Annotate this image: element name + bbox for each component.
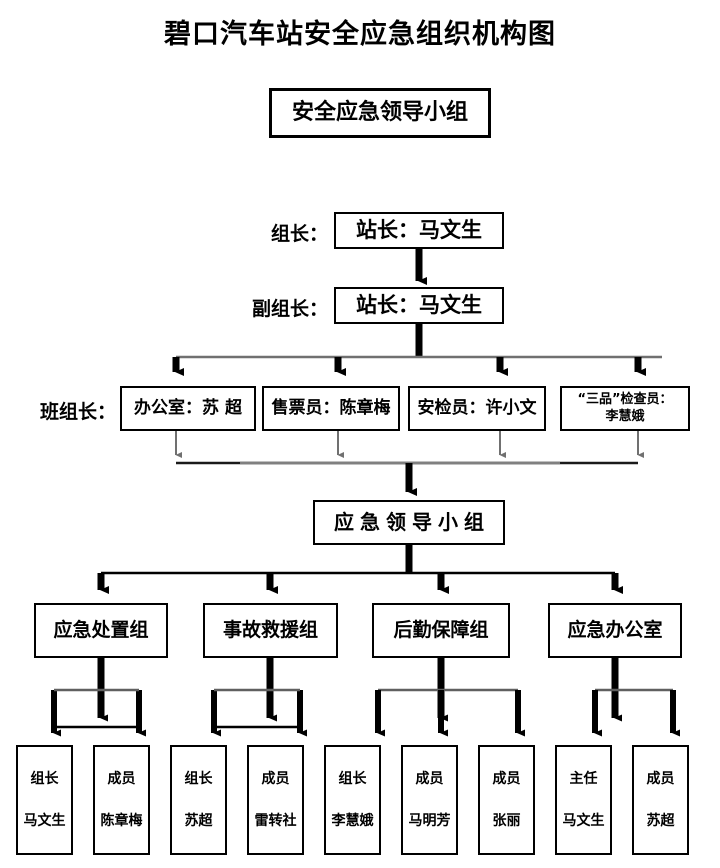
- member-name: 雷转社: [254, 813, 297, 829]
- node-label: 事故救援组: [222, 618, 318, 641]
- node-member-5: 成员马明芳: [401, 745, 458, 855]
- rank-label-deputy: 副组长：: [251, 298, 328, 320]
- node-emergency-command-group: 应急领导小组: [313, 500, 505, 545]
- member-name: 李慧娥: [331, 813, 374, 829]
- node-team-leader-0: 办公室：苏 超: [120, 386, 256, 431]
- node-label: 安全应急领导小组: [291, 100, 468, 126]
- node-label: 站长：马文生: [356, 293, 482, 318]
- node-member-8: 成员苏超: [632, 745, 689, 855]
- node-label: “三品”检查员：: [577, 391, 673, 407]
- node-deputy-leader: 站长：马文生: [334, 287, 504, 324]
- node-label: 后勤保障组: [393, 618, 489, 641]
- member-role: 组长: [184, 770, 213, 787]
- member-name: 苏超: [646, 813, 675, 829]
- node-label: 应急办公室: [567, 618, 663, 641]
- node-group-0: 应急处置组: [34, 603, 168, 658]
- node-member-1: 成员陈章梅: [93, 745, 150, 855]
- node-label: 应急领导小组: [334, 510, 490, 534]
- node-team-leader-3: “三品”检查员：李慧娥: [560, 386, 690, 431]
- node-label: 应急处置组: [53, 618, 149, 641]
- node-group-3: 应急办公室: [548, 603, 682, 658]
- node-member-0: 组长马文生: [16, 745, 73, 855]
- member-role: 主任: [569, 770, 598, 787]
- node-team-leader-1: 售票员：陈章梅: [262, 386, 400, 431]
- node-group-2: 后勤保障组: [372, 603, 510, 658]
- member-role: 组长: [338, 770, 367, 787]
- member-role: 成员: [107, 770, 136, 787]
- member-role: 成员: [415, 770, 444, 787]
- node-safety-emergency-leading-group: 安全应急领导小组: [269, 88, 491, 138]
- member-name: 马文生: [562, 813, 605, 829]
- member-role: 成员: [646, 770, 675, 787]
- member-name: 马明芳: [408, 813, 451, 829]
- node-team-leader-2: 安检员：许小文: [408, 386, 546, 431]
- node-label: 办公室：苏 超: [134, 397, 242, 418]
- member-role: 成员: [492, 770, 521, 787]
- member-name: 马文生: [23, 813, 66, 829]
- node-member-6: 成员张丽: [478, 745, 535, 855]
- node-member-7: 主任马文生: [555, 745, 612, 855]
- node-label: 站长：马文生: [356, 218, 482, 243]
- node-member-4: 组长李慧娥: [324, 745, 381, 855]
- node-member-3: 成员雷转社: [247, 745, 304, 855]
- node-member-2: 组长苏超: [170, 745, 227, 855]
- node-label: 安检员：许小文: [417, 397, 537, 418]
- node-group-1: 事故救援组: [203, 603, 338, 658]
- member-name: 张丽: [492, 813, 521, 829]
- rank-label-team-leader: 班组长：: [39, 401, 116, 423]
- member-name: 陈章梅: [100, 813, 143, 829]
- node-leader: 站长：马文生: [334, 212, 504, 249]
- member-role: 成员: [261, 770, 290, 787]
- member-role: 组长: [30, 770, 59, 787]
- rank-label-leader: 组长：: [270, 223, 328, 245]
- member-name: 苏超: [184, 813, 213, 829]
- node-sublabel: 李慧娥: [605, 408, 645, 424]
- page-title: 碧口汽车站安全应急组织机构图: [164, 19, 556, 50]
- node-label: 售票员：陈章梅: [271, 397, 391, 418]
